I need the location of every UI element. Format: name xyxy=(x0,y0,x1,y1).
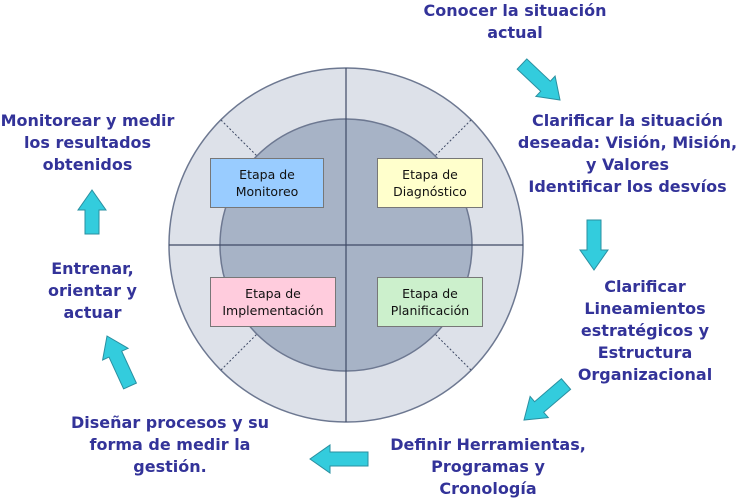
step-line: Estructura xyxy=(597,343,693,362)
outer-diagonal-bottom-left xyxy=(220,333,258,371)
step-monitorear: Monitorear y medir los resultados obteni… xyxy=(0,110,175,176)
arrow-lineamientos-to-herramientas-icon xyxy=(523,377,572,421)
step-line: Cronología xyxy=(439,479,537,498)
step-line: obtenidos xyxy=(42,155,133,174)
step-conocer-situacion: Conocer la situación actual xyxy=(390,0,640,44)
step-entrenar: Entrenar, orientar y actuar xyxy=(35,258,150,324)
stage-label-line: Implementación xyxy=(222,303,324,318)
step-line: forma de medir la xyxy=(89,435,251,454)
stage-label-line: Monitoreo xyxy=(235,184,299,199)
stage-label-line: Etapa de xyxy=(239,167,295,182)
step-line: los resultados xyxy=(23,133,152,152)
step-line: Clarificar xyxy=(604,277,686,296)
step-line: actuar xyxy=(63,303,122,322)
arrow-entrenar-to-monitorear-icon xyxy=(77,189,107,235)
step-line: Definir Herramientas, xyxy=(390,435,586,454)
step-line: Monitorear y medir xyxy=(0,111,175,130)
step-line: Programas y xyxy=(431,457,545,476)
step-line: Conocer la situación xyxy=(423,1,607,20)
stage-box-planificacion: Etapa de Planificación xyxy=(377,277,483,327)
stage-box-diagnostico: Etapa de Diagnóstico xyxy=(377,158,483,208)
outer-diagonal-top-right xyxy=(434,119,472,157)
step-clarificar-lineamientos: Clarificar Lineamientos estratégicos y E… xyxy=(565,276,725,386)
step-line: Organizacional xyxy=(577,365,713,384)
stage-box-monitoreo: Etapa de Monitoreo xyxy=(210,158,324,208)
outer-diagonal-bottom-right xyxy=(434,333,472,371)
stage-label-line: Etapa de xyxy=(245,286,301,301)
step-clarificar-situacion: Clarificar la situación deseada: Visión,… xyxy=(505,110,750,198)
step-line: actual xyxy=(487,23,543,42)
step-line: Diseñar procesos y su xyxy=(71,413,269,432)
step-line: Identificar los desvíos xyxy=(528,177,727,196)
step-definir-herramientas: Definir Herramientas, Programas y Cronol… xyxy=(378,434,598,500)
step-line: Clarificar la situación xyxy=(531,111,724,130)
step-line: estratégicos y xyxy=(580,321,710,340)
stage-box-implementacion: Etapa de Implementación xyxy=(210,277,336,327)
step-disenar-procesos: Diseñar procesos y su forma de medir la … xyxy=(60,412,280,478)
step-line: orientar y xyxy=(48,281,137,300)
step-line: gestión. xyxy=(133,457,207,476)
stage-label-line: Diagnóstico xyxy=(393,184,467,199)
arrow-herramientas-to-procesos-icon xyxy=(309,444,369,474)
arrow-conocer-to-clarificar-icon xyxy=(516,58,561,101)
stage-label-line: Planificación xyxy=(390,303,470,318)
arrow-procesos-to-entrenar-icon xyxy=(101,335,138,390)
step-line: deseada: Visión, Misión, xyxy=(517,133,738,152)
outer-diagonal-top-left xyxy=(220,119,258,157)
stage-label-line: Etapa de xyxy=(402,286,458,301)
step-line: y Valores xyxy=(585,155,670,174)
step-line: Entrenar, xyxy=(51,259,134,278)
step-line: Lineamientos xyxy=(584,299,706,318)
stage-label-line: Etapa de xyxy=(402,167,458,182)
arrow-clarificar-to-lineamientos-icon xyxy=(579,219,609,271)
